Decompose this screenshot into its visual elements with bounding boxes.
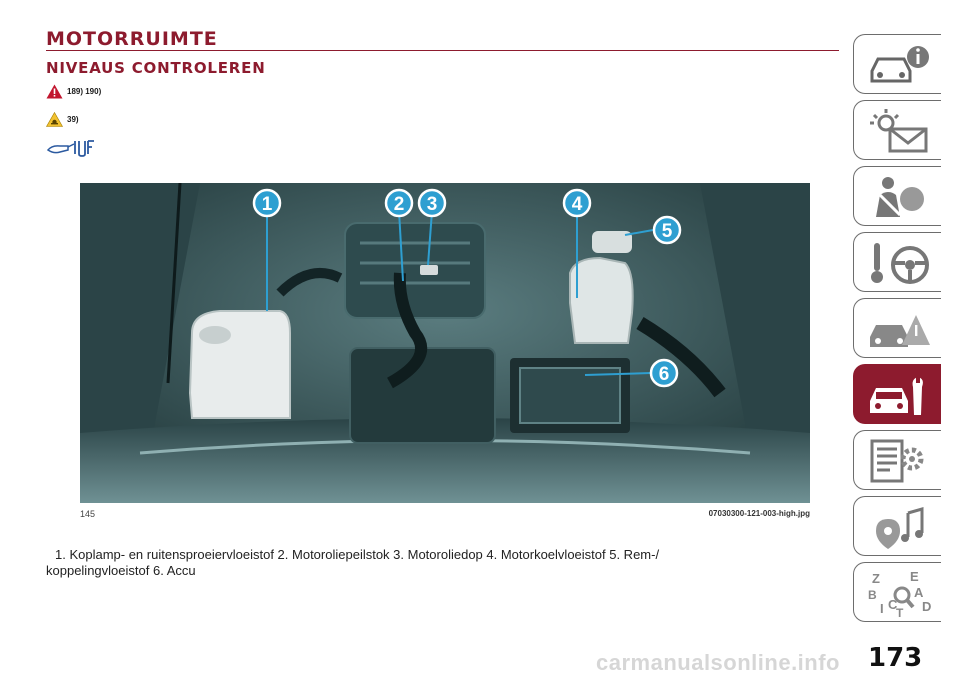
tab-emergency[interactable] — [853, 298, 941, 358]
attention-triangle-icon — [46, 112, 63, 127]
warning-row: 189) 190) — [46, 84, 101, 99]
warning-triangle-icon — [46, 84, 63, 99]
svg-text:A: A — [914, 585, 924, 600]
callout-5: 5 — [652, 215, 682, 245]
alphabet-index-icon: Z E A B C T D I — [868, 569, 931, 617]
title-divider — [46, 50, 839, 51]
svg-text:E: E — [910, 569, 919, 584]
svg-text:Z: Z — [872, 571, 880, 586]
svg-text:T: T — [896, 606, 904, 617]
light-message-icon — [870, 109, 928, 153]
caption-line-2: koppelingvloeistof 6. Accu — [46, 563, 196, 578]
tab-multimedia[interactable] — [853, 496, 941, 556]
car-wrench-icon — [870, 375, 923, 415]
callout-6: 6 — [649, 358, 679, 388]
callout-3: 3 — [417, 188, 447, 218]
engine-bay-figure: 1 2 3 4 5 6 — [80, 183, 810, 503]
tab-safety[interactable] — [853, 166, 941, 226]
car-info-icon — [870, 46, 929, 83]
svg-text:2: 2 — [394, 194, 405, 215]
tab-technical-data[interactable] — [853, 430, 941, 490]
seatbelt-airbag-icon — [876, 177, 924, 217]
svg-text:C: C — [888, 597, 898, 612]
attention-row: 39) — [46, 112, 79, 127]
callout-2: 2 — [384, 188, 414, 218]
svg-text:I: I — [880, 601, 884, 616]
tab-maintenance[interactable] — [853, 364, 941, 424]
callout-4: 4 — [562, 188, 592, 218]
car-warning-icon — [870, 315, 930, 347]
warning-references: 189) 190) — [67, 87, 102, 96]
tab-index[interactable]: Z E A B C T D I — [853, 562, 941, 622]
section-subtitle: NIVEAUS CONTROLEREN — [46, 59, 266, 77]
svg-text:6: 6 — [659, 364, 670, 385]
oil-specification-icon — [46, 140, 94, 157]
tab-dashboard-info[interactable] — [853, 34, 941, 94]
callout-1: 1 — [252, 188, 282, 218]
section-title: MOTORRUIMTE — [46, 28, 218, 50]
svg-text:1: 1 — [262, 194, 273, 215]
music-navigation-icon — [876, 507, 924, 549]
document-gear-icon — [870, 439, 924, 483]
engine-bay-illustration: 1 2 3 4 5 6 — [80, 183, 810, 503]
steering-wheel-icon — [871, 243, 929, 284]
watermark-link[interactable]: carmanualsonline.info — [596, 650, 840, 675]
svg-text:D: D — [922, 599, 931, 614]
svg-text:B: B — [868, 588, 877, 602]
tab-lights-messages[interactable] — [853, 100, 941, 160]
figure-filename: 07030300-121-003-high.jpg — [708, 509, 810, 518]
figure-caption: 1. Koplamp- en ruitensproeiervloeistof 2… — [46, 547, 826, 579]
caption-line-1: 1. Koplamp- en ruitensproeiervloeistof 2… — [55, 547, 660, 562]
page-number: 173 — [868, 643, 923, 673]
svg-text:4: 4 — [572, 194, 583, 215]
svg-text:5: 5 — [662, 221, 673, 242]
tab-driving[interactable] — [853, 232, 941, 292]
attention-references: 39) — [67, 115, 79, 124]
svg-text:3: 3 — [427, 194, 438, 215]
figure-number: 145 — [80, 509, 96, 519]
